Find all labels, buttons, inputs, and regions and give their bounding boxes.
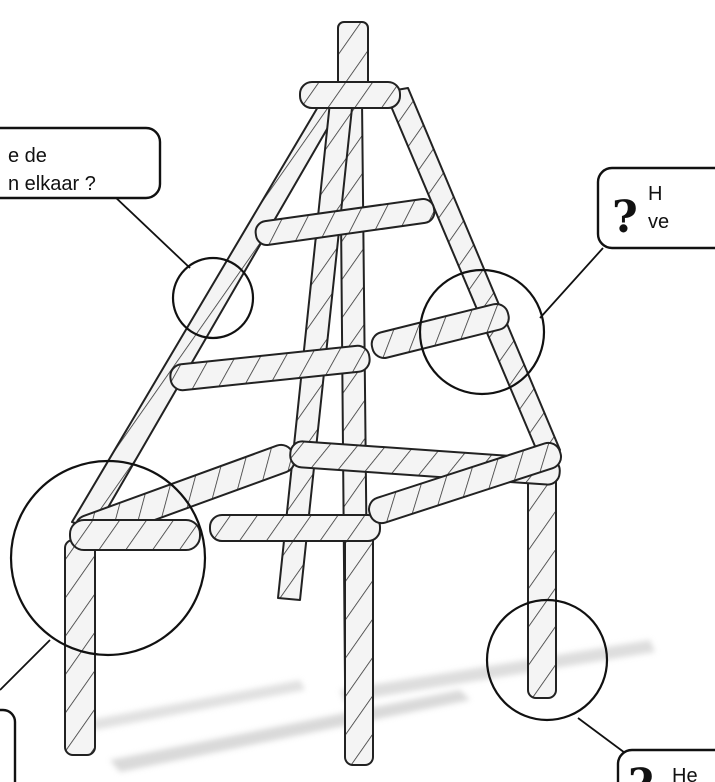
callout-top-right-line2: ve [648,211,669,233]
callout-bottom-right: ? He [616,748,715,782]
detail-circle-right [418,268,546,396]
ground-shadows [90,640,655,772]
question-mark-icon: ? [628,760,654,782]
callout-top-left-line1: e de [8,145,47,167]
callout-top-right-line1: H [648,183,662,205]
callout-bottom-left [0,708,17,782]
leader-lines [0,194,649,771]
callout-bottom-right-text: He [672,765,698,782]
callout-top-right: ? H ve [596,166,715,250]
detail-circle-foot [485,598,609,722]
detail-circle-top-left [171,256,255,340]
callout-top-left: e de n elkaar ? [0,126,162,200]
detail-circles [9,256,609,722]
frame-poles [64,21,563,766]
detail-circle-corner [9,459,207,657]
front-center-leg [344,519,374,766]
base-rail-right [367,441,563,525]
top-ring [299,81,401,109]
rung-middle-left [169,344,371,392]
rung-middle-right [370,302,510,359]
right-leg [527,447,557,699]
corner-elbow [69,519,201,551]
callout-top-left-line2: n elkaar ? [8,173,96,195]
rung-top [254,198,436,246]
right-diagonal [384,87,561,459]
base-rail-front [209,514,381,542]
question-mark-icon: ? [612,192,638,243]
